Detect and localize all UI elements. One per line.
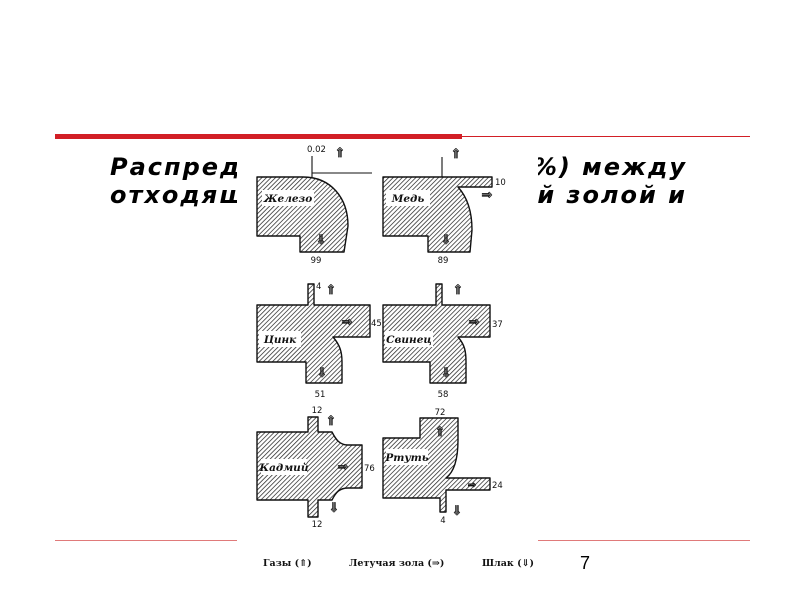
title-line1-left: Распред bbox=[110, 153, 242, 181]
panel-mercury: Ртуть 72 ⇑ ⇒ 24 ⇓ 4 bbox=[382, 408, 503, 526]
zinc-flow-shape bbox=[256, 283, 371, 384]
zinc-slag-arrow-icon: ⇓ bbox=[317, 366, 328, 381]
top-accent-rule bbox=[55, 134, 462, 139]
mercury-slag-arrow-icon: ⇓ bbox=[452, 504, 463, 519]
zinc-label: Цинк bbox=[263, 334, 297, 346]
lead-slag-arrow-icon: ⇓ bbox=[441, 366, 452, 381]
zinc-fly-ash-arrow-icon: ⇒ bbox=[342, 315, 353, 330]
copper-label: Медь bbox=[391, 193, 425, 205]
copper-flow-shape bbox=[382, 176, 493, 253]
panel-zinc: Цинк 4 ⇑ ⇒ 45 ⇓ 51 bbox=[256, 282, 382, 400]
legend-slag: Шлак (⇓) bbox=[482, 558, 534, 569]
copper-fly-ash-value: 10 bbox=[495, 178, 506, 188]
title-line1-right: %) между bbox=[532, 153, 687, 181]
mercury-gas-arrow-icon: ⇑ bbox=[435, 425, 446, 440]
iron-slag-value: 99 bbox=[311, 256, 322, 266]
cadmium-slag-value: 12 bbox=[312, 520, 323, 530]
panel-copper: Медь ⇑ 10 ⇒ ⇓ 89 bbox=[382, 147, 506, 266]
lead-gas-arrow-icon: ⇑ bbox=[453, 283, 464, 298]
iron-label: Железо bbox=[263, 193, 313, 205]
zinc-slag-value: 51 bbox=[315, 390, 326, 400]
zinc-gas-arrow-icon: ⇑ bbox=[326, 283, 337, 298]
figure-canvas: Железо 0.02 ⇑ ⇓ 99 Медь ⇑ 10 ⇒ ⇓ 89 bbox=[256, 145, 534, 569]
legend-fly-ash: Летучая зола (⇒) bbox=[349, 558, 444, 569]
metal-distribution-figure: Железо 0.02 ⇑ ⇓ 99 Медь ⇑ 10 ⇒ ⇓ 89 bbox=[237, 142, 538, 578]
copper-gas-arrow-icon: ⇑ bbox=[451, 147, 462, 162]
cadmium-gas-arrow-icon: ⇑ bbox=[326, 414, 337, 429]
lead-fly-ash-arrow-icon: ⇒ bbox=[469, 315, 480, 330]
top-thin-rule bbox=[462, 136, 750, 137]
copper-slag-value: 89 bbox=[438, 256, 449, 266]
lead-slag-value: 58 bbox=[438, 390, 449, 400]
iron-flow-shape bbox=[256, 176, 349, 253]
cadmium-gas-value: 12 bbox=[312, 406, 323, 416]
iron-gas-value: 0.02 bbox=[307, 145, 326, 155]
copper-label-box bbox=[386, 190, 430, 206]
mercury-flow-shape bbox=[382, 417, 491, 513]
cadmium-fly-ash-arrow-icon: ⇒ bbox=[338, 460, 349, 475]
lead-label: Свинец bbox=[386, 334, 432, 346]
page-number: 7 bbox=[580, 553, 591, 573]
lead-flow-shape bbox=[382, 283, 491, 384]
lead-fly-ash-value: 37 bbox=[492, 320, 503, 330]
mercury-slag-value: 4 bbox=[440, 516, 445, 526]
copper-fly-ash-arrow-icon: ⇒ bbox=[482, 188, 493, 203]
cadmium-label: Кадмий bbox=[259, 461, 309, 474]
title-line2-left: отходящ bbox=[110, 181, 248, 209]
lead-label-box bbox=[385, 331, 433, 347]
cadmium-flow-shape bbox=[256, 416, 363, 518]
iron-gas-arrow-icon: ⇑ bbox=[335, 146, 346, 161]
iron-label-box bbox=[262, 190, 314, 206]
cadmium-slag-arrow-icon: ⇓ bbox=[329, 501, 340, 516]
figure-legend: Газы (⇑) Летучая зола (⇒) Шлак (⇓) bbox=[263, 558, 534, 569]
mercury-label: Ртуть bbox=[384, 452, 428, 464]
panel-cadmium: Кадмий 12 ⇑ ⇒ 76 ⇓ 12 bbox=[256, 406, 375, 530]
mercury-fly-ash-value: 24 bbox=[492, 481, 503, 491]
zinc-gas-value: 4 bbox=[316, 282, 321, 292]
mercury-fly-ash-arrow-icon: ⇒ bbox=[468, 480, 476, 491]
cadmium-label-box bbox=[261, 459, 307, 475]
iron-slag-arrow-icon: ⇓ bbox=[316, 233, 327, 248]
zinc-label-box bbox=[259, 331, 301, 347]
title-line2-right: й золой и bbox=[537, 181, 687, 209]
panel-lead: Свинец ⇑ ⇒ 37 ⇓ 58 bbox=[382, 283, 503, 400]
zinc-fly-ash-value: 45 bbox=[371, 319, 382, 329]
mercury-label-box bbox=[386, 449, 428, 465]
legend-gases: Газы (⇑) bbox=[263, 558, 312, 569]
copper-slag-arrow-icon: ⇓ bbox=[441, 233, 452, 248]
mercury-gas-value: 72 bbox=[435, 408, 446, 418]
panel-iron: Железо 0.02 ⇑ ⇓ 99 bbox=[256, 145, 372, 266]
cadmium-fly-ash-value: 76 bbox=[364, 464, 375, 474]
